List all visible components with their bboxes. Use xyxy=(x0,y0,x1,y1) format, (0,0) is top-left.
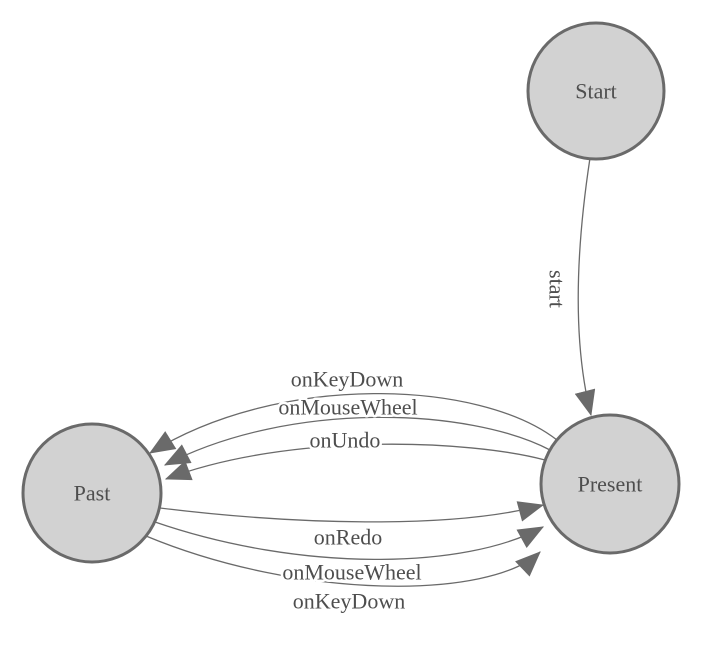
edge-labels-layer: start onKeyDown onMouseWheel onUndo onRedo on… xyxy=(276,268,572,616)
edge-present-to-past-onmousewheel xyxy=(163,416,551,466)
edge-label-present-to-past-onkeydown: onKeyDown xyxy=(291,367,403,392)
state-circle-start[interactable] xyxy=(526,21,666,161)
state-circle-present[interactable] xyxy=(539,413,681,555)
edge-present-to-past-onundo xyxy=(164,443,546,481)
edge-past-to-present-onredo xyxy=(159,501,545,523)
edge-past-to-present-onmousewheel xyxy=(154,521,545,560)
edge-label-past-to-present-onmousewheel: onMouseWheel xyxy=(282,560,421,585)
edge-label-present-to-past-onmousewheel: onMouseWheel xyxy=(278,395,417,420)
edge-past-to-present-onkeydown xyxy=(145,535,541,587)
edge-start-to-present-start xyxy=(574,157,596,417)
edges-layer xyxy=(145,157,596,587)
edge-label-present-to-past-onundo: onUndo xyxy=(310,428,381,453)
edge-present-to-past-onkeydown xyxy=(149,392,558,454)
edge-label-past-to-present-onkeydown: onKeyDown xyxy=(293,589,405,614)
state-circle-past[interactable] xyxy=(21,422,163,564)
state-node-present: Present xyxy=(539,413,681,555)
state-node-start: Start xyxy=(526,21,666,161)
edge-label-past-to-present-onredo: onRedo xyxy=(314,525,382,550)
state-node-past: Past xyxy=(21,422,163,564)
edge-label-start-to-present-start: start xyxy=(545,270,570,308)
